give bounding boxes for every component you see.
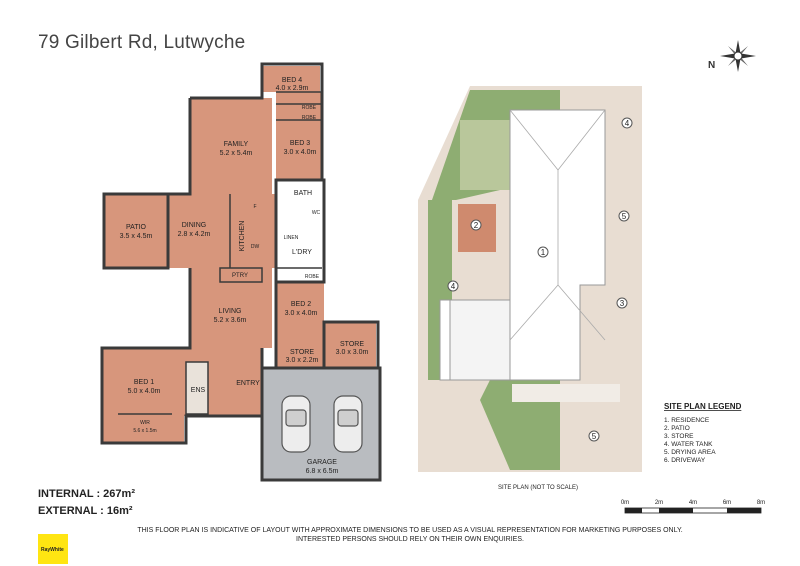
external-area: EXTERNAL : 16m²: [38, 505, 133, 517]
room-name-patio: PATIO: [126, 224, 147, 231]
car-icon: [333, 395, 363, 453]
site-plan: 1 2 3 4 4 5 5 SITE PLAN (NOT TO SCALE): [418, 86, 642, 491]
room-name-wir: WIR: [140, 420, 150, 426]
room-size-bed4: 4.0 x 2.9m: [276, 85, 309, 92]
site-marker-4a: 4: [451, 282, 456, 291]
legend-title: SITE PLAN LEGEND: [664, 402, 742, 411]
room-name-robe-2: ROBE: [302, 115, 317, 121]
fridge-label: F: [253, 204, 256, 210]
legend-item-drying-area: 5. DRYING AREA: [664, 449, 716, 456]
disclaimer-line-2: INTERESTED PERSONS SHOULD RELY ON THEIR …: [296, 536, 524, 543]
site-marker-3: 3: [620, 299, 625, 308]
room-name-store-1: STORE: [340, 341, 364, 348]
room-name-bed3: BED 3: [290, 140, 310, 147]
legend-item-water-tank: 4. WATER TANK: [664, 441, 713, 448]
legend-item-driveway: 6. DRIVEWAY: [664, 457, 706, 464]
room-size-store-1: 3.0 x 3.0m: [336, 349, 369, 356]
legend-item-residence: 1. RESIDENCE: [664, 417, 710, 424]
room-name-garage: GARAGE: [307, 459, 337, 466]
room-name-family: FAMILY: [224, 141, 249, 148]
room-name-bed4: BED 4: [282, 77, 302, 84]
scale-tick-0: 0m: [621, 500, 629, 506]
site-marker-2: 2: [474, 221, 479, 230]
room-name-bed2: BED 2: [291, 301, 311, 308]
room-name-ens: ENS: [191, 387, 206, 394]
dishwasher-label: DW: [251, 244, 260, 250]
floor-plan: BED 4 4.0 x 2.9m ROBE ROBE FAMILY 5.2 x …: [100, 62, 382, 482]
room-name-linen: LINEN: [284, 235, 299, 241]
site-marker-1: 1: [541, 248, 546, 257]
compass-north-label: N: [708, 60, 715, 71]
room-name-robe-3: ROBE: [305, 274, 320, 280]
car-icon: [281, 395, 311, 453]
room-name-entry: ENTRY: [236, 380, 260, 387]
room-size-garage: 6.8 x 6.5m: [306, 468, 339, 475]
room-name-dining: DINING: [182, 222, 207, 229]
room-size-store-2: 3.0 x 2.2m: [286, 357, 319, 364]
room-name-ptry: PTRY: [232, 273, 248, 279]
room-size-bed3: 3.0 x 4.0m: [284, 149, 317, 156]
scale-bar: 0m 2m 4m 6m 8m: [621, 500, 765, 514]
room-name-wc: WC: [312, 210, 321, 216]
room-size-wir: 5.6 x 1.5m: [133, 428, 156, 434]
room-name-ldry: L'DRY: [292, 249, 312, 256]
room-size-family: 5.2 x 5.4m: [220, 150, 253, 157]
room-name-kitchen: KITCHEN: [239, 221, 246, 252]
room-size-patio: 3.5 x 4.5m: [120, 233, 153, 240]
room-name-store-2: STORE: [290, 349, 314, 356]
property-address: 79 Gilbert Rd, Lutwyche: [38, 32, 246, 53]
logo-text: RayWhite: [41, 547, 64, 553]
site-marker-4b: 4: [625, 119, 630, 128]
room-size-bed2: 3.0 x 4.0m: [285, 310, 318, 317]
scale-tick-8: 8m: [757, 500, 765, 506]
legend-item-store: 3. STORE: [664, 433, 694, 440]
legend-item-patio: 2. PATIO: [664, 425, 690, 432]
scale-tick-2: 2m: [655, 500, 663, 506]
site-plan-caption: SITE PLAN (NOT TO SCALE): [498, 485, 578, 491]
raywhite-logo: RayWhite: [38, 534, 68, 564]
room-size-living: 5.2 x 3.6m: [214, 317, 247, 324]
site-marker-5b: 5: [592, 432, 597, 441]
compass-icon: N: [708, 40, 756, 72]
room-name-bed1: BED 1: [134, 379, 154, 386]
room-name-living: LIVING: [219, 308, 242, 315]
room-size-dining: 2.8 x 4.2m: [178, 231, 211, 238]
scale-tick-6: 6m: [723, 500, 731, 506]
room-size-bed1: 5.0 x 4.0m: [128, 388, 161, 395]
site-marker-5a: 5: [622, 212, 627, 221]
room-name-robe-1: ROBE: [302, 105, 317, 111]
internal-area: INTERNAL : 267m²: [38, 488, 135, 500]
disclaimer-line-1: THIS FLOOR PLAN IS INDICATIVE OF LAYOUT …: [137, 527, 683, 534]
room-name-bath: BATH: [294, 190, 312, 197]
site-plan-legend: SITE PLAN LEGEND 1. RESIDENCE 2. PATIO 3…: [664, 402, 742, 464]
scale-tick-4: 4m: [689, 500, 697, 506]
